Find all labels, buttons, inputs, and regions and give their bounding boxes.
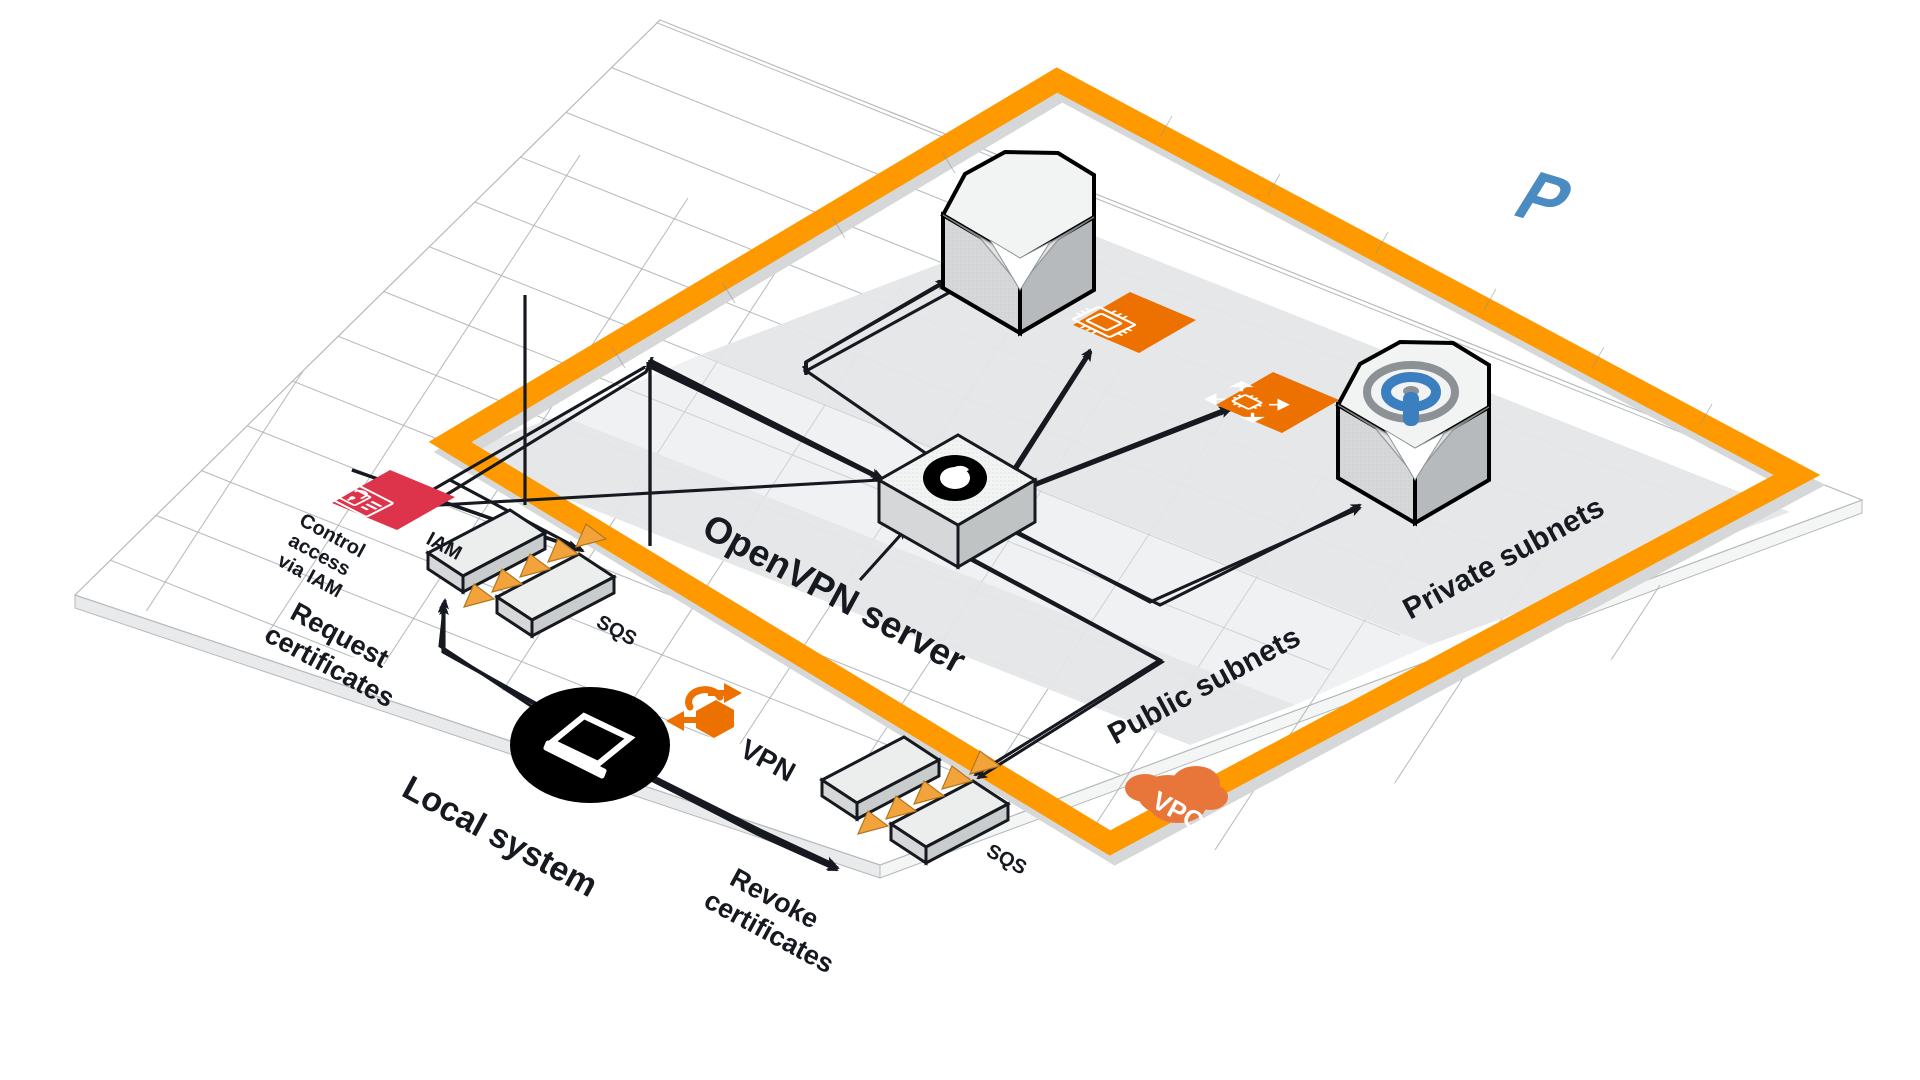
postgresql-icon: P [1502, 157, 1587, 240]
request-certificates-label: Request certificates [260, 597, 400, 714]
sqs-request-queue[interactable]: SQS [425, 508, 641, 651]
queue-messages [462, 523, 608, 608]
vpc-badge[interactable]: VPC [1125, 766, 1228, 837]
local-system-circle [510, 687, 670, 803]
postgres-node[interactable]: P [940, 149, 1587, 337]
ec2-chip-icon [1071, 306, 1137, 338]
iam-tile [332, 470, 455, 530]
revoke-certificates-label: Revoke certificates [699, 862, 839, 979]
opensearch-node[interactable] [1335, 339, 1491, 527]
vpn-icon [666, 683, 742, 738]
arrow-openvpn-to-autoscaling [1007, 408, 1232, 498]
queue-messages [856, 750, 1002, 835]
vpn-node[interactable]: VPN [666, 683, 801, 788]
queue-bar-back [819, 735, 942, 822]
arrow-openvpn-to-sqs-revoke [929, 536, 1166, 780]
left-bracket-arm [649, 360, 886, 483]
arrow-postgres-final [805, 279, 947, 364]
private-subnet-band [700, 220, 1790, 645]
connector-to-postgres [805, 283, 965, 373]
arrow-local-to-revoke [619, 762, 839, 872]
ec2-instance-node[interactable] [1064, 292, 1196, 353]
public-subnet-band [455, 415, 1295, 745]
vpn-label: VPN [735, 733, 800, 788]
arrow-openvpn-to-opensearch [994, 506, 1362, 604]
vpc-boundary [428, 67, 1826, 866]
openvpn-top-bracket [804, 279, 947, 373]
iam-node[interactable]: IAM [326, 470, 466, 565]
vpc-cloud-icon [1125, 766, 1228, 823]
local-system-node[interactable]: Local system [396, 687, 670, 905]
auto-scaling-node[interactable] [1204, 372, 1339, 433]
connector-openvpn-to-autoscaling [999, 406, 1230, 499]
queue-bar-front [494, 552, 617, 639]
connector-local-to-sqs-revoke [619, 758, 837, 867]
vpc-border [428, 67, 1821, 856]
control-access-label: Control access via IAM [274, 509, 369, 602]
auto-scaling-icon [1204, 381, 1290, 423]
openvpn-lock-icon [923, 455, 987, 501]
arrow-openvpn-bottom-feed [858, 528, 907, 582]
overlay-brackets [351, 360, 886, 551]
queue-bar-back [425, 508, 548, 595]
sqs-revoke-queue[interactable]: SQS [819, 735, 1031, 880]
laptop-icon [543, 712, 636, 779]
opensearch-icon [1363, 361, 1459, 426]
arrow-local-to-request [439, 604, 581, 730]
public-subnets-label: Public subnets [1103, 620, 1306, 751]
corrected-long-shapes [523, 295, 527, 505]
sqs-revoke-label: SQS [983, 840, 1031, 879]
sqs-request-label: SQS [593, 611, 641, 650]
queue-bar-front [888, 779, 1011, 866]
ec2-tile [1073, 292, 1196, 353]
arrow-openvpn-to-ec2 [1003, 350, 1093, 488]
iam-icon [326, 482, 394, 518]
